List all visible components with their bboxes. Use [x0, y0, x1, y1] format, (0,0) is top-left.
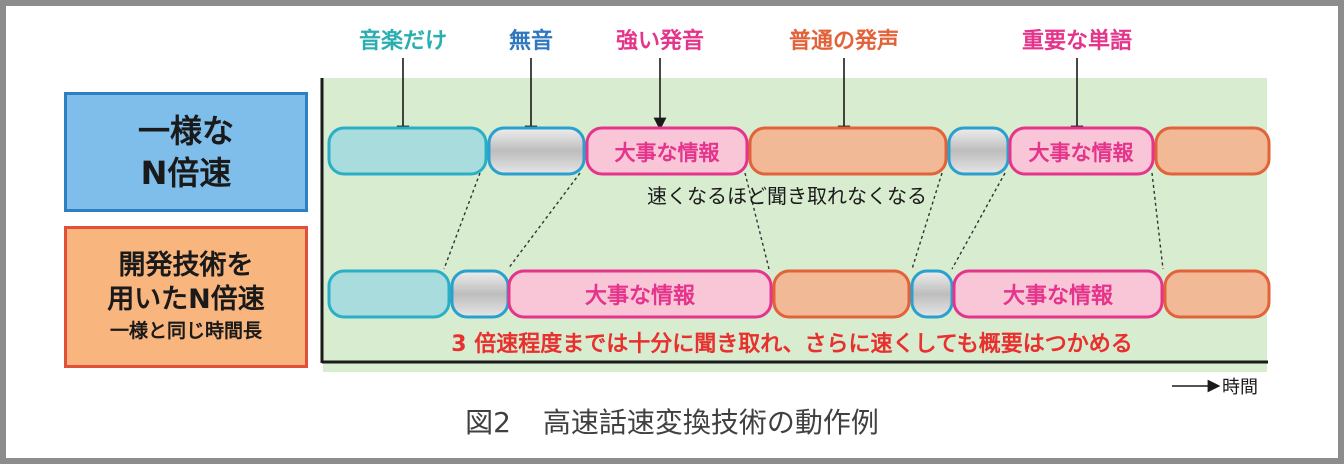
bottom-seg-music	[327, 269, 451, 319]
top-seg-normal-1	[748, 126, 948, 176]
technique-speed-box: 開発技術を 用いたN倍速 一様と同じ時間長	[64, 226, 308, 368]
bottom-seg-silence-2	[910, 269, 954, 319]
timing-diagram: 音楽だけ 無音 強い発音 普通の発声 重要な単語 大事な情報 大事な情報	[320, 28, 1271, 398]
label-normal-voice: 普通の発声	[789, 28, 899, 54]
top-seg-strong-2-text: 大事な情報	[1029, 141, 1135, 165]
map-line-4	[911, 172, 943, 270]
tech-label-line1: 開発技術を	[118, 250, 254, 281]
time-axis-label: 時間	[1222, 377, 1258, 398]
bottom-seg-strong-2-text: 大事な情報	[1003, 283, 1114, 309]
top-seg-strong-2	[1008, 126, 1155, 176]
annotation-top: 速くなるほど聞き取れなくなる	[647, 184, 927, 208]
map-line-6	[1151, 172, 1164, 270]
uniform-label-line1: 一様な	[137, 112, 234, 150]
top-seg-music	[327, 126, 488, 176]
top-seg-strong-1-text: 大事な情報	[615, 141, 721, 165]
bottom-seg-strong-2	[952, 269, 1164, 319]
caption-title: 高速話速変換技術の動作例	[542, 406, 879, 439]
bottom-seg-silence-1	[450, 269, 510, 319]
top-seg-silence-1	[487, 126, 586, 176]
label-strong-pronunciation: 強い発音	[616, 28, 704, 54]
tech-label-sub: 一様と同じ時間長	[109, 320, 262, 342]
annotation-bottom: 3 倍速程度までは十分に聞き取れ、さらに速くしても概要はつかめる	[451, 331, 1132, 357]
caption-number: 図2	[465, 406, 511, 439]
bottom-seg-strong-1-text: 大事な情報	[585, 283, 696, 309]
bottom-seg-normal-2	[1163, 269, 1271, 319]
figure-caption: 図2 高速話速変換技術の動作例	[6, 401, 1338, 441]
bottom-seg-normal-1	[772, 269, 911, 319]
map-line-1	[443, 172, 481, 270]
figure-frame: 一様な N倍速 開発技術を 用いたN倍速 一様と同じ時間長 音楽だけ 無音 強い…	[6, 6, 1338, 458]
bottom-seg-strong-1	[507, 269, 773, 319]
label-silence: 無音	[509, 28, 553, 54]
tech-label-line2: 用いたN倍速	[107, 284, 265, 315]
timeline-panel	[323, 78, 1267, 372]
label-important-word: 重要な単語	[1022, 28, 1132, 54]
map-line-3	[744, 172, 770, 270]
map-line-5	[951, 172, 1006, 270]
uniform-speed-box: 一様な N倍速	[64, 92, 308, 212]
top-seg-normal-2	[1154, 126, 1271, 176]
top-seg-strong-1	[585, 126, 749, 176]
top-seg-silence-2	[947, 126, 1010, 176]
map-line-2	[507, 172, 581, 270]
label-music-only: 音楽だけ	[359, 28, 447, 54]
uniform-label-line2: N倍速	[140, 154, 232, 192]
